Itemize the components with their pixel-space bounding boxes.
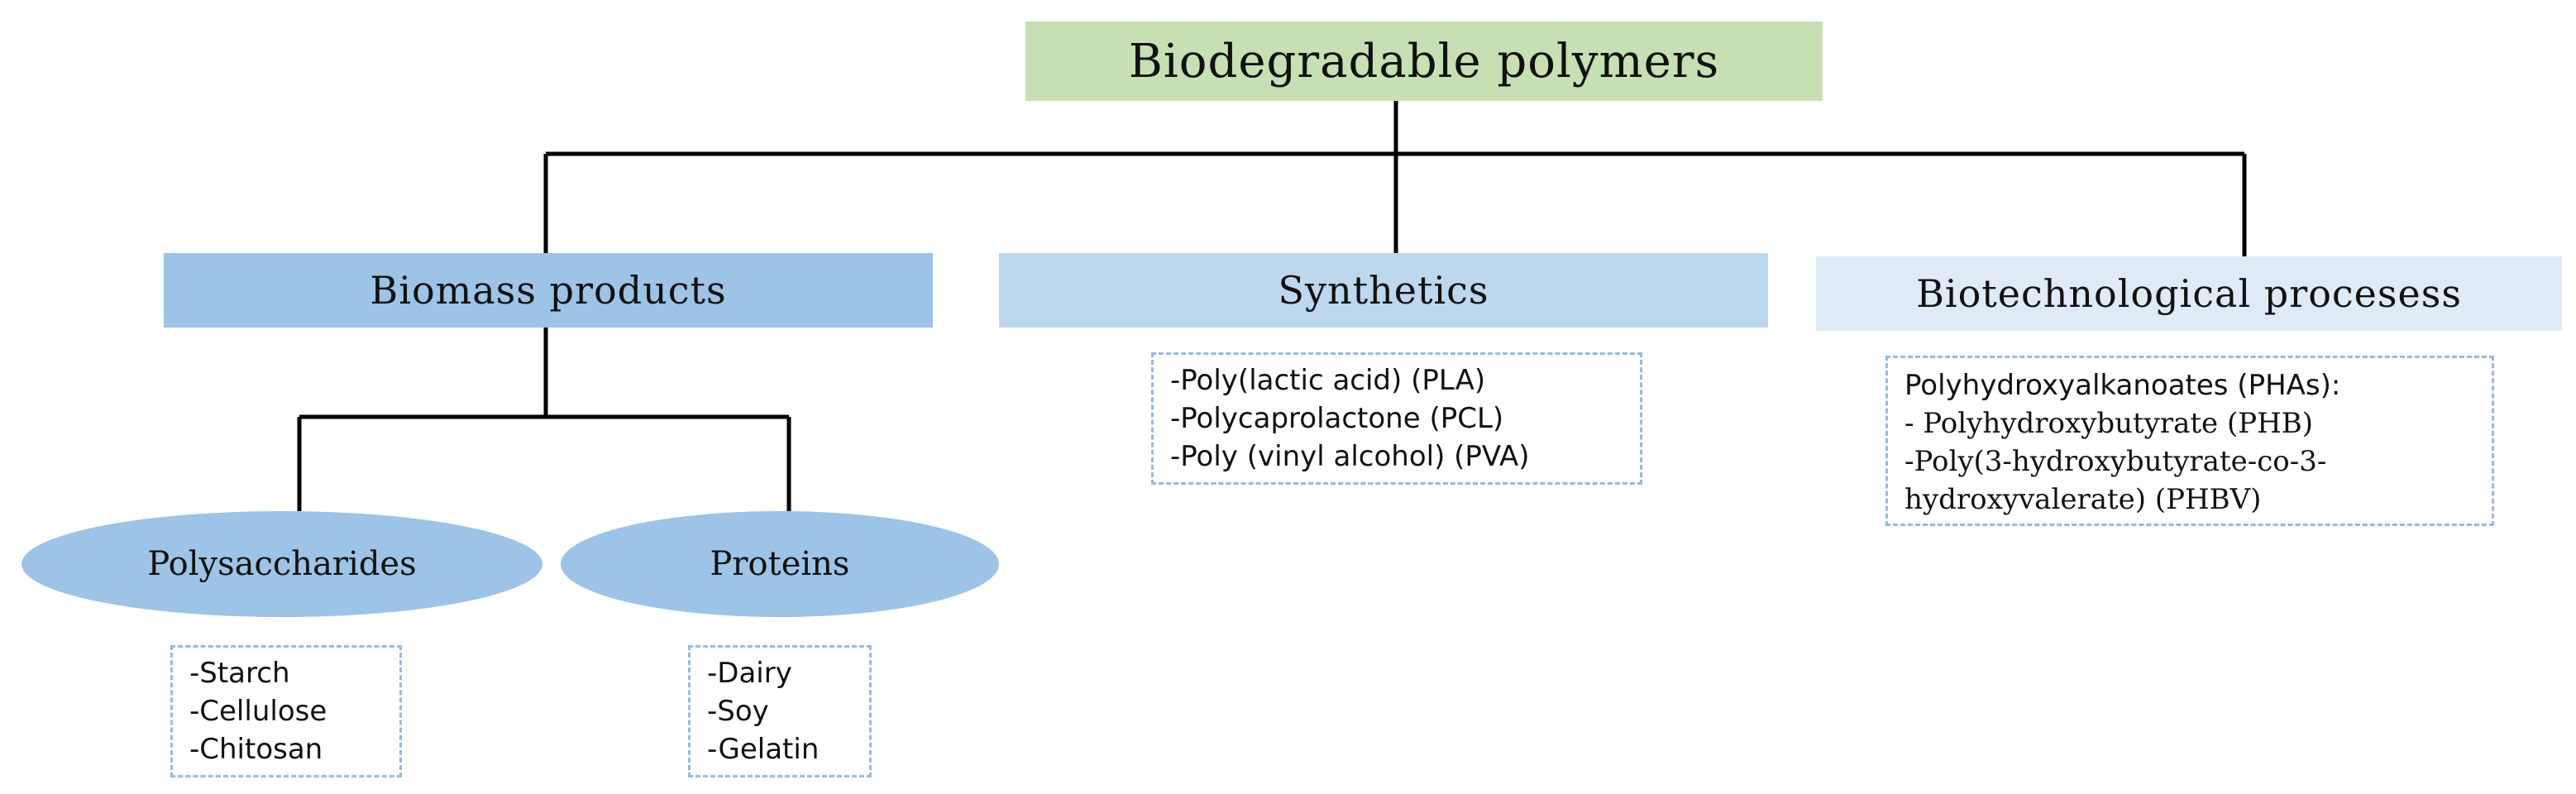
root-node: Biodegradable polymers — [1025, 22, 1823, 101]
synthetics-list: -Poly(lactic acid) (PLA) -Polycaprolacto… — [1151, 352, 1642, 485]
list-item: -Dairy — [707, 657, 792, 690]
list-item: -Cellulose — [189, 695, 327, 728]
list-item: Polyhydroxyalkanoates (PHAs): — [1905, 369, 2341, 402]
list-item: -Polycaprolactone (PCL) — [1170, 402, 1504, 435]
category-biotechnological-processes: Biotechnological procesess — [1816, 256, 2562, 331]
list-item: -Poly(3-hydroxybutyrate-co-3- — [1905, 445, 2327, 478]
list-item: - Polyhydroxybutyrate (PHB) — [1905, 407, 2314, 440]
polysaccharides-list: -Starch -Cellulose -Chitosan — [170, 645, 402, 777]
list-item: hydroxyvalerate) (PHBV) — [1905, 483, 2262, 516]
list-item: -Starch — [189, 657, 290, 690]
subcategory-polysaccharides: Polysaccharides — [22, 511, 542, 617]
list-item: -Chitosan — [189, 733, 323, 766]
list-item: -Poly(lactic acid) (PLA) — [1170, 364, 1486, 397]
proteins-list: -Dairy -Soy -Gelatin — [688, 645, 872, 777]
biotech-list: Polyhydroxyalkanoates (PHAs): - Polyhydr… — [1885, 356, 2494, 526]
list-item: -Soy — [707, 695, 769, 728]
category-biomass-products: Biomass products — [164, 253, 933, 328]
category-synthetics: Synthetics — [999, 253, 1768, 328]
list-item: -Gelatin — [707, 733, 820, 766]
subcategory-proteins: Proteins — [561, 511, 999, 617]
list-item: -Poly (vinyl alcohol) (PVA) — [1170, 440, 1530, 473]
